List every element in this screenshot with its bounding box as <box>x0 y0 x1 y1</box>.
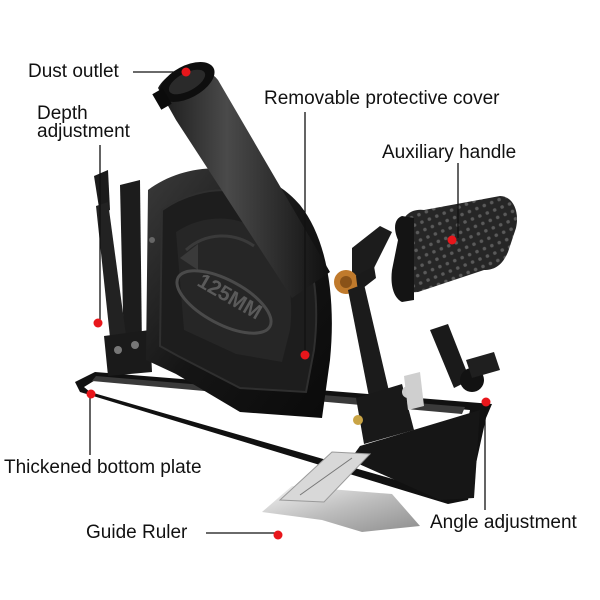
marker-depth-adjustment <box>93 318 103 328</box>
label-dust-outlet: Dust outlet <box>28 61 119 82</box>
label-thickened-bottom-plate: Thickened bottom plate <box>4 457 202 478</box>
marker-dust-outlet <box>181 67 191 77</box>
label-depth-line1: Depth <box>37 103 88 124</box>
marker-bottom-plate <box>86 389 96 399</box>
label-guide-ruler: Guide Ruler <box>86 522 188 543</box>
auxiliary-handle <box>334 196 518 302</box>
label-auxiliary-handle: Auxiliary handle <box>382 142 517 163</box>
marker-angle-adjustment <box>481 397 491 407</box>
label-depth-line2: adjustment <box>37 121 130 142</box>
depth-bracket <box>94 170 152 376</box>
marker-protective-cover <box>300 350 310 360</box>
label-angle-adjustment: Angle adjustment <box>430 512 577 533</box>
marker-auxiliary-handle <box>447 235 457 245</box>
label-removable-protective-cover: Removable protective cover <box>264 88 500 109</box>
marker-guide-ruler <box>273 530 283 540</box>
guide-ruler <box>262 451 420 532</box>
label-depth-adjustment: Depth adjustment <box>37 103 130 142</box>
angle-adjustment-mechanism <box>404 324 500 410</box>
